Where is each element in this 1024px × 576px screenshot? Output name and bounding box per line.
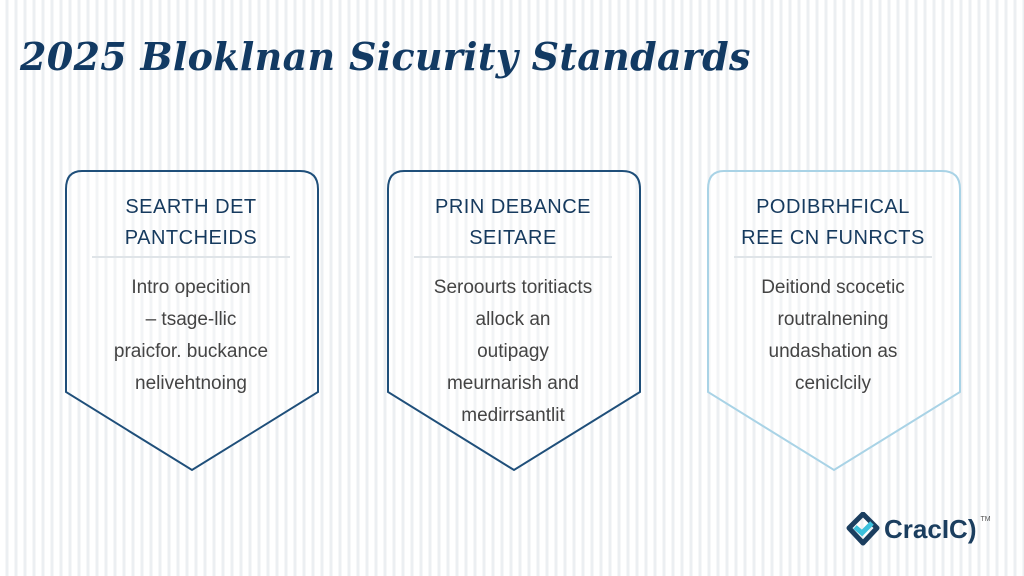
divider bbox=[734, 256, 932, 258]
brand-logo: CracIC) TM bbox=[846, 512, 991, 546]
shield-outline-icon bbox=[65, 170, 319, 472]
page-title: 2025 Bloklnan Sicurity Standards bbox=[20, 34, 751, 79]
divider bbox=[414, 256, 612, 258]
shield-outline-icon bbox=[707, 170, 961, 472]
shield-outline-icon bbox=[387, 170, 641, 472]
logo-text: CracIC) bbox=[884, 513, 977, 544]
divider bbox=[92, 256, 290, 258]
shield-check-icon bbox=[846, 512, 880, 546]
trademark: TM bbox=[980, 516, 991, 523]
